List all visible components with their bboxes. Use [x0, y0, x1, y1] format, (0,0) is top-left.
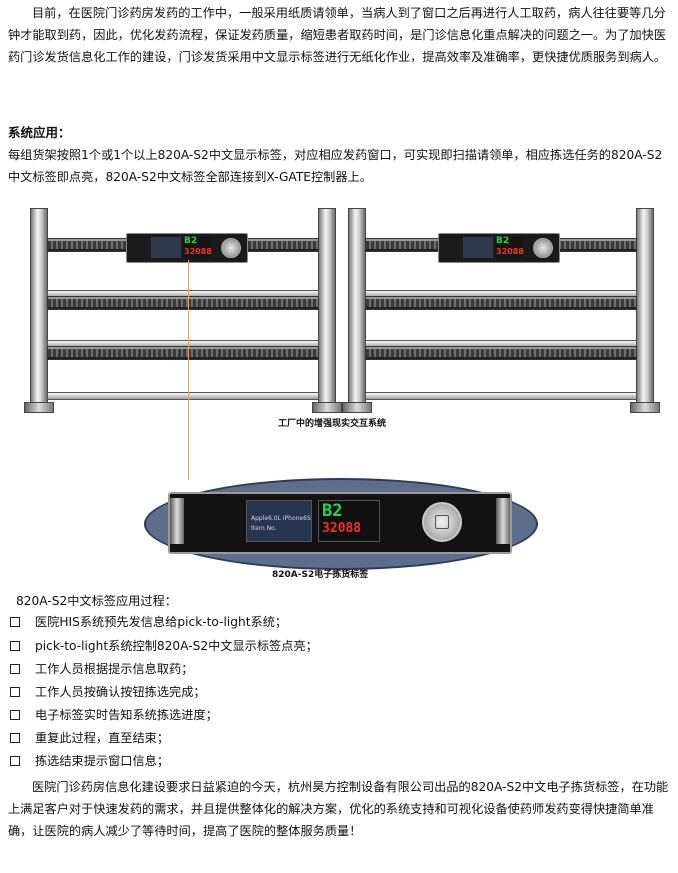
tag-location-label: B2 — [184, 236, 198, 246]
checkbox-icon — [10, 733, 20, 743]
tag-endcap — [496, 498, 510, 544]
shelf-rail — [365, 346, 637, 360]
system-heading: 系统应用： — [8, 125, 71, 140]
closing-paragraph: 医院门诊药房信息化建设要求日益紧迫的今天，杭州昊方控制设备有限公司出品的820A… — [8, 780, 669, 838]
shelf-rail — [47, 346, 319, 360]
list-item: pick-to-light系统控制820A-S2中文显示标签点亮； — [10, 637, 318, 655]
checkbox-icon — [10, 617, 20, 627]
tag-endcap — [170, 498, 184, 544]
step-text: 电子标签实时告知系统拣选进度； — [35, 708, 218, 722]
shelf-post — [348, 208, 366, 406]
tag-number-label: 32088 — [184, 247, 212, 256]
shelf-bar — [47, 392, 319, 400]
tag-led-display: B2 32088 — [183, 236, 212, 258]
system-description: 每组货架按照1个或1个以上820A-S2中文显示标签，对应相应发药窗口，可实现即… — [8, 148, 663, 184]
list-item: 工作人员根据提示信息取药； — [10, 660, 193, 678]
shelf-post — [318, 208, 336, 406]
pick-light-tag[interactable]: B2 32088 — [438, 233, 560, 263]
tag-screen — [151, 237, 181, 258]
confirm-button-icon[interactable] — [422, 502, 462, 542]
tag-location-label: B2 — [496, 236, 510, 246]
screen-line-2: Item No. — [251, 525, 277, 532]
tag-closeup-screen: Apple6.0L iPhone6S Item No. — [246, 500, 312, 542]
list-item: 医院HIS系统预先发信息给pick-to-light系统； — [10, 613, 287, 631]
shelf-foot — [24, 402, 54, 413]
checkbox-icon — [10, 710, 20, 720]
step-text: 医院HIS系统预先发信息给pick-to-light系统； — [35, 615, 288, 629]
list-item: 拣选结束提示窗口信息； — [10, 752, 169, 770]
shelf-post — [636, 208, 654, 406]
list-item: 工作人员按确认按钮拣选完成； — [10, 683, 206, 701]
shelf-foot — [630, 402, 660, 413]
diagram-caption: 工厂中的增强现实交互系统 — [278, 419, 387, 429]
tag-led-display: B2 32088 — [495, 236, 524, 258]
checkbox-icon — [10, 641, 20, 651]
step-text: 工作人员根据提示信息取药； — [35, 662, 194, 676]
checkbox-icon — [10, 687, 20, 697]
shelf-rail — [47, 296, 319, 310]
tag-screen — [463, 237, 493, 258]
shelf-foot — [342, 402, 372, 413]
list-item: 重复此过程，直至结束； — [10, 729, 169, 747]
intro-paragraph: 目前，在医院门诊药房发药的工作中，一般采用纸质请领单，当病人到了窗口之后再进行人… — [8, 6, 667, 64]
tag-closeup-location: B2 — [322, 501, 343, 521]
tag-closeup-number: 32088 — [322, 521, 362, 536]
shelf-bar — [365, 392, 637, 400]
shelf-post — [30, 208, 48, 406]
process-title: 820A-S2中文标签应用过程： — [16, 594, 177, 608]
checkbox-icon — [10, 664, 20, 674]
confirm-button-icon[interactable] — [533, 238, 553, 258]
tag-closeup-led: B2 32088 — [318, 500, 380, 542]
tag-closeup: Apple6.0L iPhone6S Item No. B2 32088 — [168, 492, 512, 554]
shelf-foot — [312, 402, 342, 413]
list-item: 电子标签实时告知系统拣选进度； — [10, 706, 218, 724]
tag-caption: 820A-S2电子拣货标签 — [272, 570, 369, 580]
step-text: pick-to-light系统控制820A-S2中文显示标签点亮； — [35, 639, 318, 653]
connector-line — [188, 260, 189, 480]
shelf-rail — [365, 296, 637, 310]
step-text: 拣选结束提示窗口信息； — [35, 754, 170, 768]
step-text: 重复此过程，直至结束； — [35, 731, 170, 745]
pick-light-tag[interactable]: B2 32088 — [126, 233, 248, 263]
tag-number-label: 32088 — [496, 247, 524, 256]
checkbox-icon — [10, 756, 20, 766]
confirm-button-icon[interactable] — [221, 238, 241, 258]
step-text: 工作人员按确认按钮拣选完成； — [35, 685, 206, 699]
screen-line-1: Apple6.0L iPhone6S — [251, 515, 311, 522]
